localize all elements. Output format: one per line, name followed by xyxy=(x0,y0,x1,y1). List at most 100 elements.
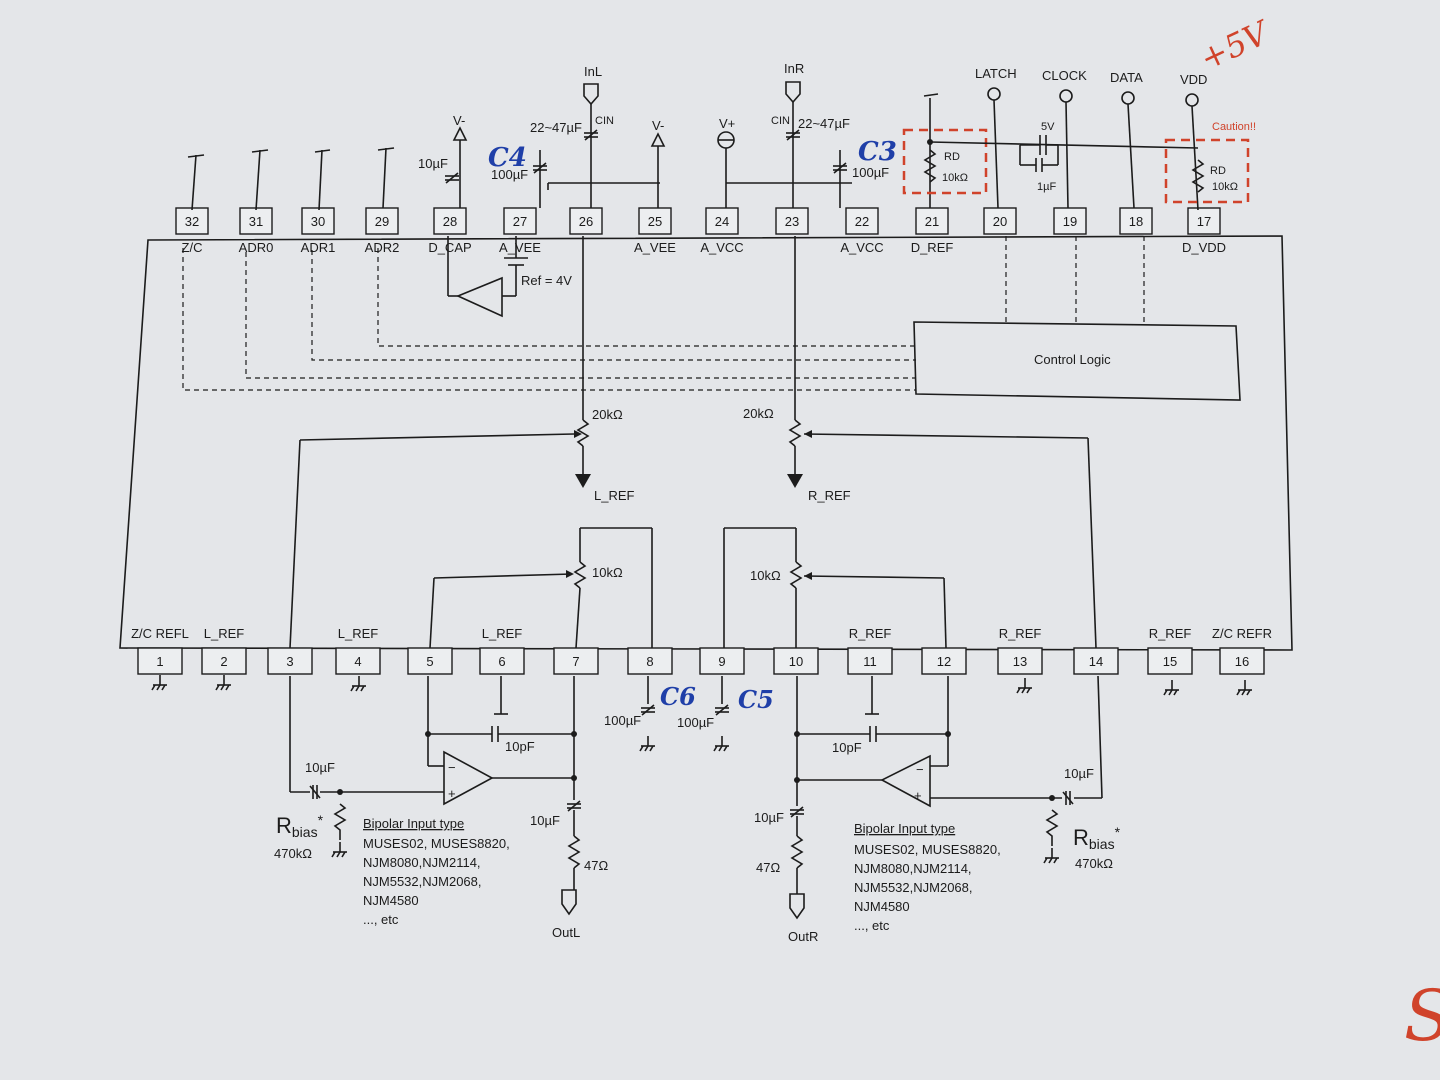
top-pin-number: 27 xyxy=(513,214,527,229)
bottom-pin-10: 10 xyxy=(773,647,819,675)
l-ref-arrow-label: L_REF xyxy=(594,488,635,503)
bottom-pin-7: 7 xyxy=(553,647,599,675)
top-pin-number: 26 xyxy=(579,214,593,229)
bottom-pin-8: 8 xyxy=(627,647,673,675)
bottom-pin-number: 3 xyxy=(286,654,293,669)
right-volume-pot: 20kΩ R_REF xyxy=(743,236,1097,649)
handwritten-c6: C6 xyxy=(660,682,696,711)
outr-label: OutR xyxy=(788,929,818,944)
r47-left: 47Ω xyxy=(584,858,608,873)
highlight-box-right xyxy=(1164,138,1250,204)
clock-label: CLOCK xyxy=(1042,68,1087,83)
bottom-pin-number: 5 xyxy=(426,654,433,669)
top-pin-26: 26 xyxy=(569,207,603,235)
top-pin-24: 24A_VCC xyxy=(700,207,744,255)
inr-terminal: InR CIN 22~47µF xyxy=(771,61,850,208)
bottom-pin-number: 4 xyxy=(354,654,361,669)
bottom-pin-9: 9 xyxy=(699,647,745,675)
r20k-left: 20kΩ xyxy=(592,407,623,422)
left-output-stage: 10pF −+ 10µF 10µF 47Ω OutL Rbias* 470kΩ xyxy=(274,676,608,940)
cap-c4: 100µF C4 xyxy=(488,143,548,208)
cin-label-right: CIN xyxy=(771,115,790,127)
pin8-9-caps: 100µF C6 100µF C5 xyxy=(604,676,774,752)
handwritten-edge-mark: S xyxy=(1404,975,1440,1057)
latch-label: LATCH xyxy=(975,66,1017,81)
bipolar-note-right: Bipolar Input type MUSES02, MUSES8820,NJ… xyxy=(854,821,1001,933)
inl-terminal: InL 22~47µF CIN xyxy=(530,64,660,208)
top-pin-number: 18 xyxy=(1129,214,1143,229)
ref-buffer: Ref = 4V xyxy=(447,236,572,318)
top-pin-20: 20 xyxy=(983,207,1017,235)
top-pin-number: 29 xyxy=(375,214,389,229)
top-pin-25: 25A_VEE xyxy=(634,207,676,255)
bottom-pin-12: 12 xyxy=(921,647,967,675)
c10u-input-right: 10µF xyxy=(1064,766,1094,781)
inl-label: InL xyxy=(584,64,602,79)
control-logic-block: Control Logic xyxy=(182,236,1241,401)
bottom-pin-label: R_REF xyxy=(999,626,1042,641)
rd-value-right: 10kΩ xyxy=(1212,181,1238,193)
top-pin-22: 22A_VCC xyxy=(840,207,884,255)
bottom-pin-1: 1Z/C REFL xyxy=(131,626,189,675)
bottom-pin-16: 16 Z/C REFR xyxy=(1212,626,1272,675)
top-pin-number: 17 xyxy=(1197,214,1211,229)
v-minus-label-28: V- xyxy=(453,113,465,128)
c10p-right: 10pF xyxy=(832,740,862,755)
top-pin-number: 19 xyxy=(1063,214,1077,229)
cap-c3: 100µF C3 xyxy=(832,137,897,208)
bottom-pin-number: 11 xyxy=(863,654,877,669)
bottom-pin-13: 13R_REF xyxy=(997,626,1043,675)
bottom-pin-number: 6 xyxy=(498,654,505,669)
bipolar-title-left: Bipolar Input type xyxy=(363,816,464,831)
bottom-pin-15: 15 R_REF xyxy=(1147,626,1193,675)
top-pin-number: 20 xyxy=(993,214,1007,229)
top-pin-17: 17D_VDD xyxy=(1182,207,1226,255)
bottom-pin-2: 2L_REF xyxy=(201,626,247,675)
r-ref-arrow-label: R_REF xyxy=(808,488,851,503)
top-pin-19: 19 xyxy=(1053,207,1087,235)
top-pin-number: 23 xyxy=(785,214,799,229)
bottom-pin-number: 16 xyxy=(1235,654,1249,669)
data-label: DATA xyxy=(1110,70,1143,85)
bipolar-note-left: Bipolar Input type MUSES02, MUSES8820,NJ… xyxy=(363,816,510,927)
svg-text:−: − xyxy=(916,762,924,777)
right-output-stage: 10pF −+ 10µF 10µF 47Ω OutR Rbias* 470kΩ xyxy=(754,675,1121,944)
bottom-pin-number: 10 xyxy=(789,654,803,669)
bottom-pin-14: 14 xyxy=(1073,647,1119,675)
bottom-pin-number: 15 xyxy=(1163,654,1177,669)
bottom-pin-3: 3 xyxy=(267,647,313,675)
bipolar-part-line: NJM4580 xyxy=(854,899,910,914)
top-pin-number: 25 xyxy=(648,214,662,229)
bottom-pin-label: Z/C REFR xyxy=(1212,626,1272,641)
caution-note: Caution!! xyxy=(1212,121,1256,133)
bipolar-part-line: NJM8080,NJM2114, xyxy=(854,861,972,876)
rd-value-left: 10kΩ xyxy=(942,172,968,184)
left-gain-pot: 10kΩ xyxy=(429,527,653,649)
control-logic-label: Control Logic xyxy=(1034,352,1111,367)
top-pin-label: D_CAP xyxy=(428,240,471,255)
cap-1u-label: 1µF xyxy=(1037,181,1056,193)
bottom-pin-label: R_REF xyxy=(1149,626,1192,641)
left-volume-pot: 20kΩ L_REF xyxy=(289,236,635,649)
svg-text:+: + xyxy=(914,788,922,803)
c10u-input-left: 10µF xyxy=(305,760,335,775)
cin-label-left: CIN xyxy=(595,115,614,127)
rbias-left-label: Rbias* xyxy=(276,812,324,840)
top-pin-32: 32Z/C xyxy=(175,207,209,255)
bottom-pin-number: 12 xyxy=(937,654,951,669)
vdd-label: VDD xyxy=(1180,72,1207,87)
bottom-pin-11: 11 R_REF xyxy=(847,626,893,675)
bipolar-part-line: NJM4580 xyxy=(363,893,419,908)
bipolar-part-line: NJM5532,NJM2068, xyxy=(363,874,482,889)
d-ref-network: RD 10kΩ xyxy=(902,93,1199,208)
bottom-pin-label: R_REF xyxy=(849,626,892,641)
bottom-pin-number: 2 xyxy=(220,654,227,669)
rbias-right-value: 470kΩ xyxy=(1075,856,1113,871)
bottom-pin-number: 7 xyxy=(572,654,579,669)
gnd-symbol-top-32 xyxy=(187,154,205,211)
c10u-output-right: 10µF xyxy=(754,810,784,825)
c8-value: 100µF xyxy=(604,713,641,728)
top-pin-label: ADR0 xyxy=(239,240,274,255)
